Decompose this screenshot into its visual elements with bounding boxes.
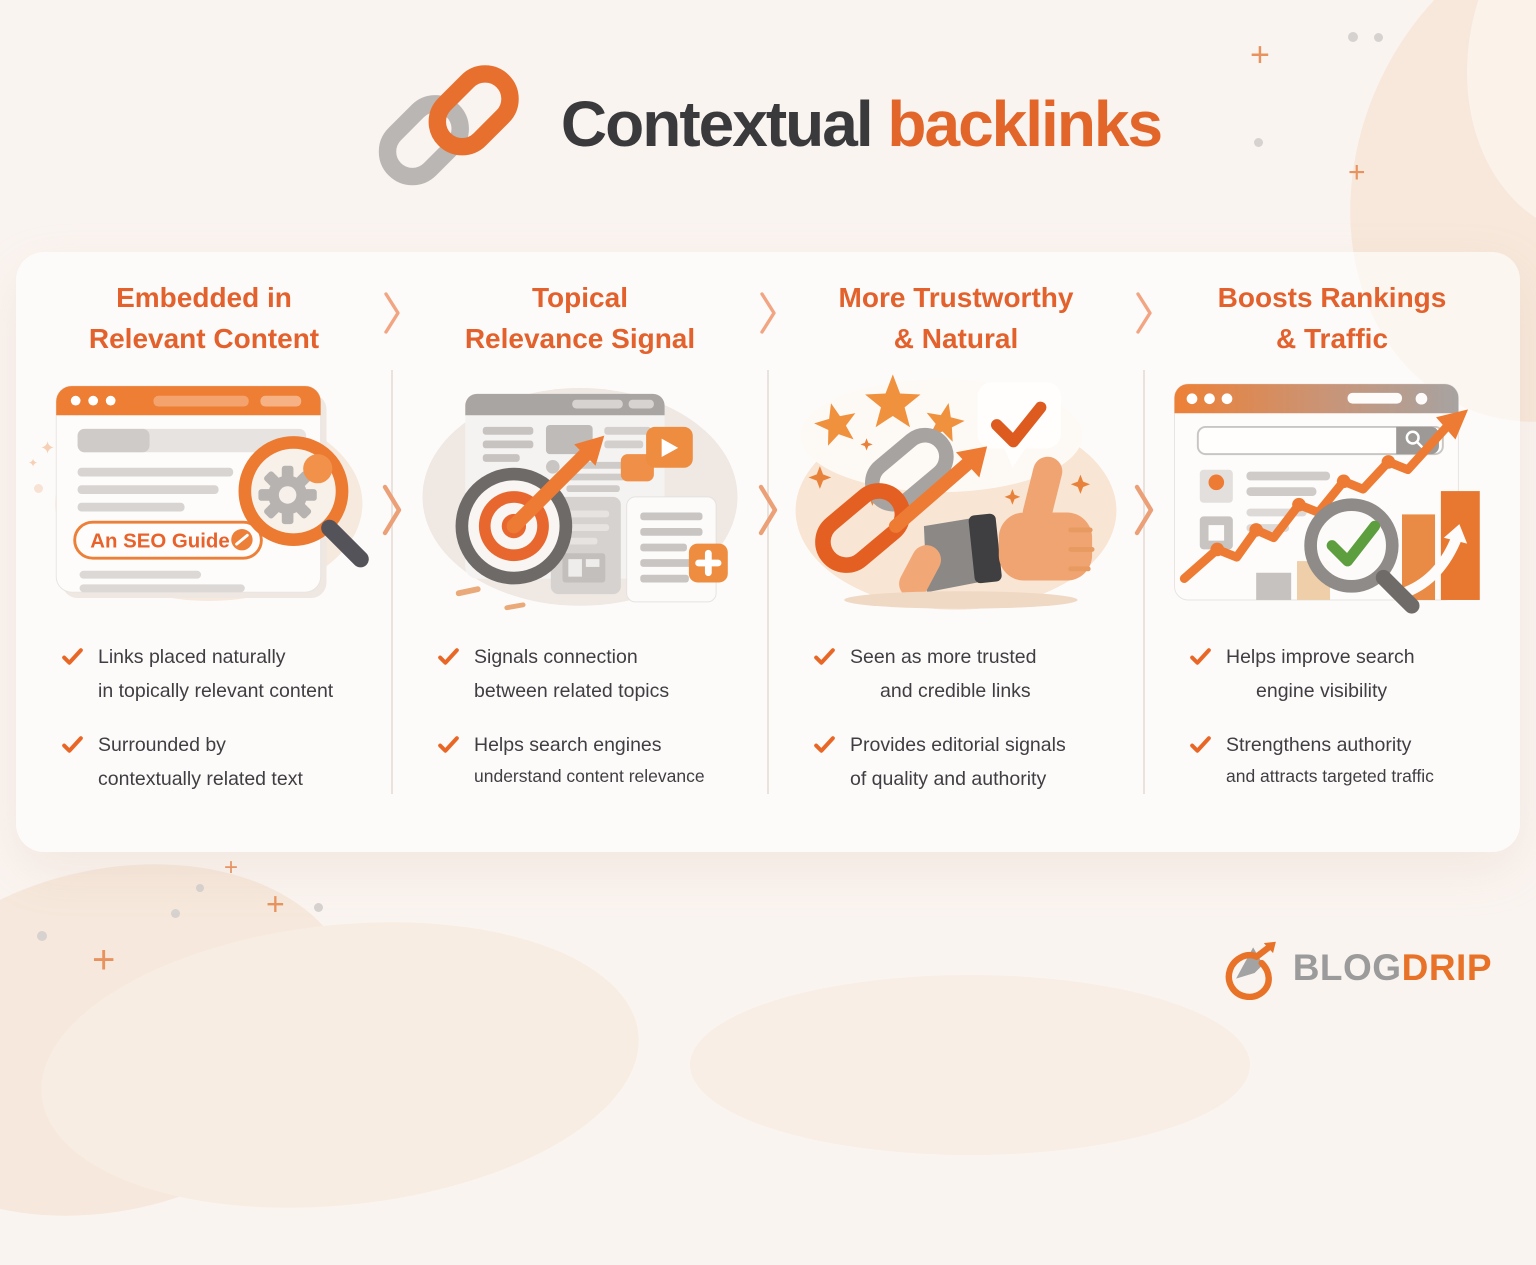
column-heading: More Trustworthy & Natural — [772, 278, 1140, 370]
blogdrip-logo: BLOGDRIP — [1219, 936, 1492, 1000]
seo-guide-pill-label: An SEO Guide — [90, 530, 229, 552]
heading-line: Embedded in — [116, 282, 292, 313]
check-icon — [814, 648, 835, 665]
column-heading: Boosts Rankings & Traffic — [1148, 278, 1516, 370]
check-icon — [814, 735, 835, 753]
bullet-text: Surrounded by — [98, 733, 226, 756]
bullet-item: Signals connection between related topics — [436, 640, 758, 709]
plus-sparkle-icon: + — [1348, 156, 1366, 189]
main-card: Embedded in Relevant Content — [16, 252, 1520, 852]
bullet-text: and credible links — [880, 680, 1031, 703]
plus-sparkle-icon: + — [92, 938, 116, 982]
chevron-right-icon — [382, 484, 402, 536]
plus-sparkle-icon: + — [1250, 36, 1270, 74]
heading-line: & Natural — [893, 322, 1019, 354]
bullet-item: Seen as more trusted and credible links — [812, 640, 1134, 709]
columns-grid: Embedded in Relevant Content — [16, 252, 1520, 852]
green-check-icon — [1326, 520, 1381, 567]
title-orange: backlinks — [887, 88, 1163, 160]
chevron-right-icon — [758, 484, 778, 536]
bullet-item: Helps improve search engine visibility — [1188, 640, 1510, 709]
check-icon — [62, 648, 83, 665]
bullet-text: Helps improve search — [1226, 646, 1415, 668]
logo-text-gray: BLOG — [1292, 947, 1402, 988]
check-icon — [438, 735, 459, 753]
heading-line: Relevance Signal — [464, 322, 696, 354]
bullet-text: understand content relevance — [474, 765, 705, 786]
check-icon — [438, 648, 459, 665]
bullet-text: and attracts targeted traffic — [1226, 765, 1434, 786]
column-boosts-rankings-traffic: Boosts Rankings & Traffic — [1144, 278, 1520, 852]
column-more-trustworthy-natural: More Trustworthy & Natural — [768, 278, 1144, 852]
check-icon — [1190, 648, 1211, 665]
dot-decoration — [37, 931, 47, 941]
chevron-right-icon — [384, 292, 400, 334]
rising-chart-illustration — [1174, 383, 1480, 614]
bullet-text: in topically relevant content — [98, 680, 334, 703]
heading-line: Boosts Rankings — [1217, 282, 1447, 313]
bullet-text: contextually related text — [98, 767, 303, 790]
heading-line: More Trustworthy — [838, 282, 1074, 313]
heading-line: & Traffic — [1275, 322, 1389, 354]
heading-line: Relevant Content — [88, 322, 320, 354]
gear-icon — [258, 465, 317, 525]
bullet-text: engine visibility — [1256, 680, 1388, 703]
header: Contextual backlinks — [0, 58, 1536, 190]
check-icon — [1190, 735, 1211, 753]
chevron-right-icon — [760, 292, 776, 334]
bullet-text: Links placed naturally — [98, 646, 286, 668]
column-divider — [767, 370, 769, 794]
bullet-text: Signals connection — [474, 646, 638, 668]
bullet-item: Strengthens authority and attracts target… — [1188, 728, 1510, 792]
dot-decoration — [171, 909, 180, 918]
dot-decoration — [1348, 32, 1358, 42]
target-arrow-illustration — [422, 388, 738, 611]
logo-wordmark: BLOGDRIP — [1293, 947, 1492, 989]
column-divider — [1143, 370, 1145, 794]
logo-text-orange: DRIP — [1401, 947, 1492, 988]
bullet-item: Links placed naturally in topically relev… — [60, 640, 382, 709]
dot-decoration — [314, 903, 323, 912]
bullet-text: Seen as more trusted — [850, 646, 1037, 668]
bullet-item: Helps search engines understand content r… — [436, 728, 758, 792]
column-heading: Topical Relevance Signal — [396, 278, 764, 370]
title-dark: Contextual — [560, 88, 874, 160]
dot-decoration — [1374, 33, 1383, 42]
thumbs-up-chain-illustration — [795, 374, 1117, 610]
bullet-text: between related topics — [474, 680, 670, 703]
bullet-text: of quality and authority — [850, 767, 1047, 790]
column-divider — [391, 370, 393, 794]
page-title: Contextual backlinks — [560, 87, 1163, 161]
dot-decoration — [1254, 138, 1263, 147]
heading-line: Topical — [532, 282, 628, 313]
bullet-item: Provides editorial signals of quality and… — [812, 728, 1134, 797]
column-topical-relevance-signal: Topical Relevance Signal — [392, 278, 768, 852]
chevron-right-icon — [1136, 292, 1152, 334]
drip-drop-arrow-icon — [1225, 941, 1276, 1000]
peach-blob-bottom-right — [690, 975, 1250, 1155]
bullet-item: Surrounded by contextually related text — [60, 728, 382, 797]
plus-sparkle-icon: + — [266, 886, 285, 922]
bullet-text: Provides editorial signals — [850, 733, 1066, 756]
search-icon — [1405, 430, 1420, 445]
plus-sparkle-icon: + — [224, 854, 239, 881]
chevron-right-icon — [1134, 484, 1154, 536]
bullet-text: Helps search engines — [474, 733, 662, 756]
webpage-seo-guide-illustration: An SEO Guide — [55, 385, 369, 601]
bullet-text: Strengthens authority — [1226, 733, 1412, 756]
dot-decoration — [196, 884, 204, 892]
column-heading: Embedded in Relevant Content — [20, 278, 388, 370]
chain-link-icon — [378, 65, 519, 186]
check-icon — [62, 735, 83, 753]
column-embedded-in-relevant-content: Embedded in Relevant Content — [16, 278, 392, 852]
